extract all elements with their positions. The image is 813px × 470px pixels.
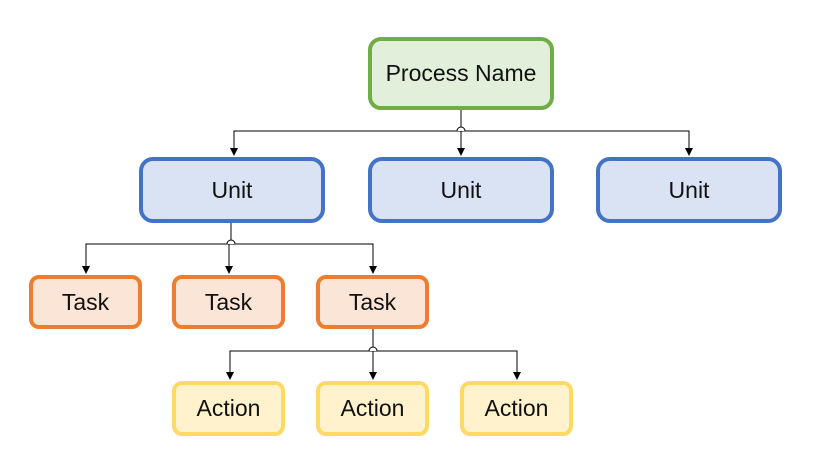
connector-unit-to-task-3 — [230, 223, 377, 274]
connector-task-hop — [368, 346, 378, 352]
action-label: Action — [484, 395, 549, 421]
connector-task-to-action-3 — [372, 329, 521, 380]
connector-unit-to-task-1 — [82, 223, 232, 274]
process-name-node: Process Name — [368, 37, 554, 110]
task-node-1: Task — [29, 275, 142, 329]
unit-label: Unit — [668, 176, 710, 203]
unit-node-2: Unit — [368, 157, 554, 223]
process-name-label: Process Name — [385, 60, 537, 86]
task-node-2: Task — [172, 275, 285, 329]
action-label: Action — [340, 395, 405, 421]
action-label: Action — [196, 395, 261, 421]
connector-task-to-action-1 — [226, 329, 374, 380]
connector-root-hop — [456, 126, 466, 132]
connector-unit-hop — [226, 239, 236, 245]
unit-label: Unit — [211, 176, 253, 203]
connector-root-to-unit-3 — [460, 110, 693, 156]
connector-root-to-unit-1 — [230, 110, 462, 156]
task-node-3: Task — [316, 275, 429, 329]
unit-node-1: Unit — [139, 157, 325, 223]
action-node-2: Action — [316, 381, 429, 436]
task-label: Task — [204, 288, 253, 315]
task-label: Task — [348, 288, 397, 315]
action-node-1: Action — [172, 381, 285, 436]
action-node-3: Action — [460, 381, 573, 436]
unit-node-3: Unit — [596, 157, 782, 223]
task-label: Task — [61, 288, 110, 315]
unit-label: Unit — [440, 176, 482, 203]
